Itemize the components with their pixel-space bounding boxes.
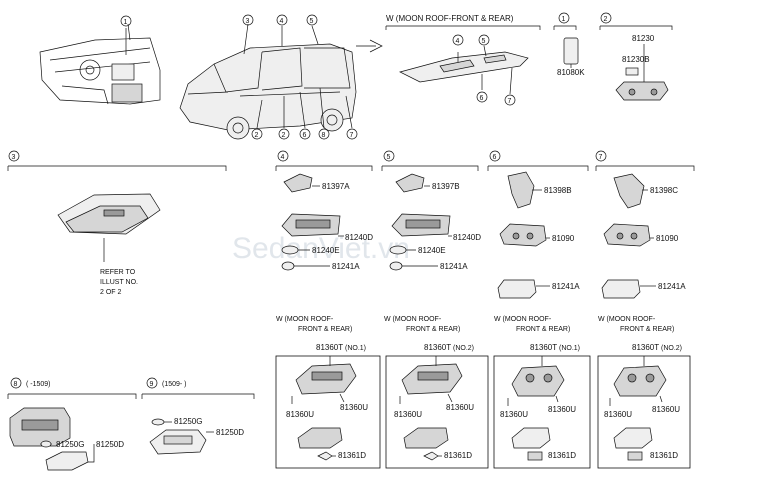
group8-parts: [9, 407, 95, 471]
callout-3-section: 3: [12, 154, 16, 161]
callout-5-section: 5: [387, 154, 391, 161]
callout-3: 3: [246, 18, 250, 25]
panel1-d: 81361D: [338, 451, 366, 460]
group5-parts: [389, 173, 452, 271]
g5-81241a: 81241A: [440, 262, 468, 271]
callout-4-section: 4: [281, 154, 285, 161]
g8-date: ( -1509): [26, 381, 51, 388]
g6-81090: 81090: [552, 234, 575, 243]
moonroof-panel-3: W (MOON ROOF- FRONT & REAR) 81360T (NO.1…: [493, 316, 591, 469]
panel3-u1: 81360U: [500, 410, 528, 419]
panel2-tag: (NO.2): [453, 345, 474, 352]
panel3-tag: (NO.1): [559, 345, 580, 352]
panel1-top: 81360T: [316, 343, 343, 352]
g9-81250d: 81250D: [216, 428, 244, 437]
panel3-u2: 81360U: [548, 405, 576, 414]
panel3-top: 81360T: [530, 343, 557, 352]
callout-4: 4: [280, 18, 284, 25]
part-81230b: [625, 67, 639, 76]
g9-81250g: 81250G: [174, 417, 202, 426]
g8-81250d: 81250D: [96, 440, 124, 449]
panel2-u1: 81360U: [394, 410, 422, 419]
callout-5: 5: [310, 18, 314, 25]
g5-81240d: 81240D: [453, 233, 481, 242]
callout-8: 8: [322, 132, 326, 139]
panel4-d: 81361D: [650, 451, 678, 460]
callout-2-part: 2: [604, 16, 608, 23]
moonroof-panel-2: W (MOON ROOF- FRONT & REAR) 81360T (NO.2…: [384, 316, 489, 469]
g7-81090: 81090: [656, 234, 679, 243]
panel3-line2: FRONT & REAR): [516, 326, 570, 333]
g6-81398b: 81398B: [544, 186, 572, 195]
roof-illustration: [399, 45, 529, 95]
refer-line-2: ILLUST NO.: [100, 279, 138, 286]
panel2-line2: FRONT & REAR): [406, 326, 460, 333]
panel4-line1: W (MOON ROOF-: [598, 316, 656, 323]
panel2-u2: 81360U: [446, 403, 474, 412]
watermark: SedanViet.vn: [232, 232, 410, 265]
callout-8-section: 8: [14, 381, 18, 388]
callout-2b: 2: [282, 132, 286, 139]
panel2-top: 81360T: [424, 343, 451, 352]
callout-1: 1: [124, 19, 128, 26]
label-81230b: 81230B: [622, 55, 650, 64]
g5-81397b: 81397B: [432, 182, 460, 191]
panel2-d: 81361D: [444, 451, 472, 460]
moonroof-panel-4: W (MOON ROOF- FRONT & REAR) 81360T (NO.2…: [597, 316, 691, 469]
moonroof-panel-1: W (MOON ROOF- FRONT & REAR) 81360T (NO.1…: [275, 316, 381, 469]
panel1-line1: W (MOON ROOF-: [276, 316, 334, 323]
panel3-d: 81361D: [548, 451, 576, 460]
g8-81250g: 81250G: [56, 440, 84, 449]
refer-line-1: REFER TO: [100, 269, 136, 276]
callout-7-section: 7: [599, 154, 603, 161]
part-81080k: [563, 37, 579, 65]
label-81230: 81230: [632, 34, 655, 43]
g4-81397a: 81397A: [322, 182, 350, 191]
panel4-u1: 81360U: [604, 410, 632, 419]
panel1-u2: 81360U: [340, 403, 368, 412]
panel4-top: 81360T: [632, 343, 659, 352]
callout-7: 7: [350, 132, 354, 139]
panel4-u2: 81360U: [652, 405, 680, 414]
panel1-u1: 81360U: [286, 410, 314, 419]
group7-parts: [601, 173, 656, 299]
panel4-tag: (NO.2): [661, 345, 682, 352]
panel1-tag: (NO.1): [345, 345, 366, 352]
callout-6-section: 6: [493, 154, 497, 161]
callout-2a: 2: [255, 132, 259, 139]
part-81230: [615, 81, 669, 101]
callout-4-roof: 4: [456, 38, 460, 45]
group9-parts: [149, 418, 214, 455]
group4-parts: [281, 173, 344, 271]
minivan-illustration: [179, 23, 383, 140]
panel2-line1: W (MOON ROOF-: [384, 316, 442, 323]
dashboard-illustration: [39, 23, 161, 105]
g9-date: (1509- ): [162, 381, 187, 388]
callout-1-part: 1: [562, 16, 566, 23]
refer-line-3: 2 OF 2: [100, 289, 122, 296]
callout-5-roof: 5: [482, 38, 486, 45]
callout-6-roof: 6: [480, 95, 484, 102]
callout-7-roof: 7: [508, 98, 512, 105]
panel1-line2: FRONT & REAR): [298, 326, 352, 333]
g6-81241a: 81241A: [552, 282, 580, 291]
panel4-line2: FRONT & REAR): [620, 326, 674, 333]
g4-81240e: 81240E: [312, 246, 340, 255]
callout-9-section: 9: [150, 381, 154, 388]
overhead-console-illustration: [57, 193, 161, 262]
g4-81240d: 81240D: [345, 233, 373, 242]
group6-parts: [497, 171, 550, 299]
g7-81398c: 81398C: [650, 186, 678, 195]
panel3-line1: W (MOON ROOF-: [494, 316, 552, 323]
callout-6: 6: [303, 132, 307, 139]
g7-81241a: 81241A: [658, 282, 686, 291]
g4-81241a: 81241A: [332, 262, 360, 271]
g5-81240e: 81240E: [418, 246, 446, 255]
label-81080k: 81080K: [557, 68, 585, 77]
moonroof-note: W (MOON ROOF-FRONT & REAR): [386, 14, 514, 23]
